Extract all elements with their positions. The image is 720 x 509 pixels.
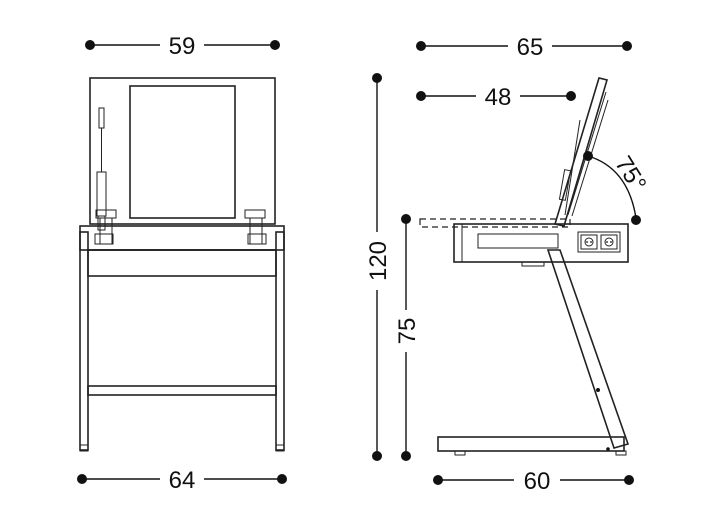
front-view: [79, 77, 285, 452]
label-side-total-depth: 65: [517, 34, 544, 61]
label-side-base-depth: 60: [524, 468, 551, 495]
label-front-top-width: 59: [169, 33, 196, 60]
front-mirror: [129, 85, 236, 219]
side-base: [437, 436, 625, 452]
dim-total-height: 120: [365, 73, 392, 461]
front-table-top: [79, 225, 285, 251]
side-z-leg: [546, 249, 630, 449]
label-front-bottom-width: 64: [169, 467, 196, 494]
label-mirror-angle: 75°: [609, 151, 651, 196]
label-total-height: 120: [365, 241, 392, 281]
gas-strut: [96, 107, 107, 231]
front-leg-right: [275, 231, 285, 452]
side-table-top: [453, 223, 629, 263]
closed-lid-outline: [419, 218, 571, 228]
front-crossbar: [87, 385, 277, 396]
label-side-mirror-depth: 48: [485, 84, 512, 111]
raised-mirror-panel: [553, 77, 609, 227]
side-view: [419, 77, 630, 456]
drawer-slot: [477, 233, 559, 249]
dim-side-mirror-depth: 48: [416, 84, 576, 111]
hinge-left: [94, 209, 117, 245]
dim-side-base-depth: 60: [433, 468, 634, 495]
label-table-height: 75: [394, 318, 421, 345]
dim-mirror-angle: 75°: [583, 151, 651, 225]
dim-front-bottom-width: 64: [77, 467, 287, 494]
power-socket-block: [577, 231, 621, 253]
hinge-right: [244, 209, 267, 245]
front-lid-panel: [89, 77, 276, 225]
dim-side-total-depth: 65: [416, 34, 632, 61]
dim-front-top-width: 59: [85, 33, 280, 60]
front-leg-left: [79, 231, 89, 452]
dim-table-height: 75: [394, 214, 421, 461]
